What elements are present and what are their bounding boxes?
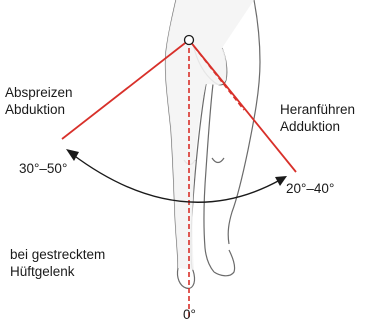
abduction-latin: Abduktion (5, 101, 73, 118)
adduction-latin: Adduktion (280, 118, 355, 135)
abduction-range: 30°–50° (19, 160, 67, 177)
condition-note: bei gestrecktem Hüftgelenk (10, 246, 105, 280)
abduction-german: Abspreizen (5, 84, 73, 101)
arc-arrowhead-left (66, 149, 79, 161)
zero-degree-label: 0° (183, 306, 196, 323)
body-shade (165, 0, 254, 270)
adduction-german: Heranführen (280, 101, 355, 118)
condition-line-1: bei gestrecktem (10, 246, 105, 263)
inner-right-leg (204, 84, 214, 272)
condition-line-2: Hüftgelenk (10, 263, 105, 280)
hip-joint-marker (185, 36, 194, 45)
adduction-range: 20°–40° (286, 180, 334, 197)
foot-left (177, 268, 194, 288)
foot-right (214, 250, 235, 276)
knee-right (212, 158, 224, 163)
abduction-label: Abspreizen Abduktion (5, 84, 73, 118)
adduction-label: Heranführen Adduktion (280, 101, 355, 135)
